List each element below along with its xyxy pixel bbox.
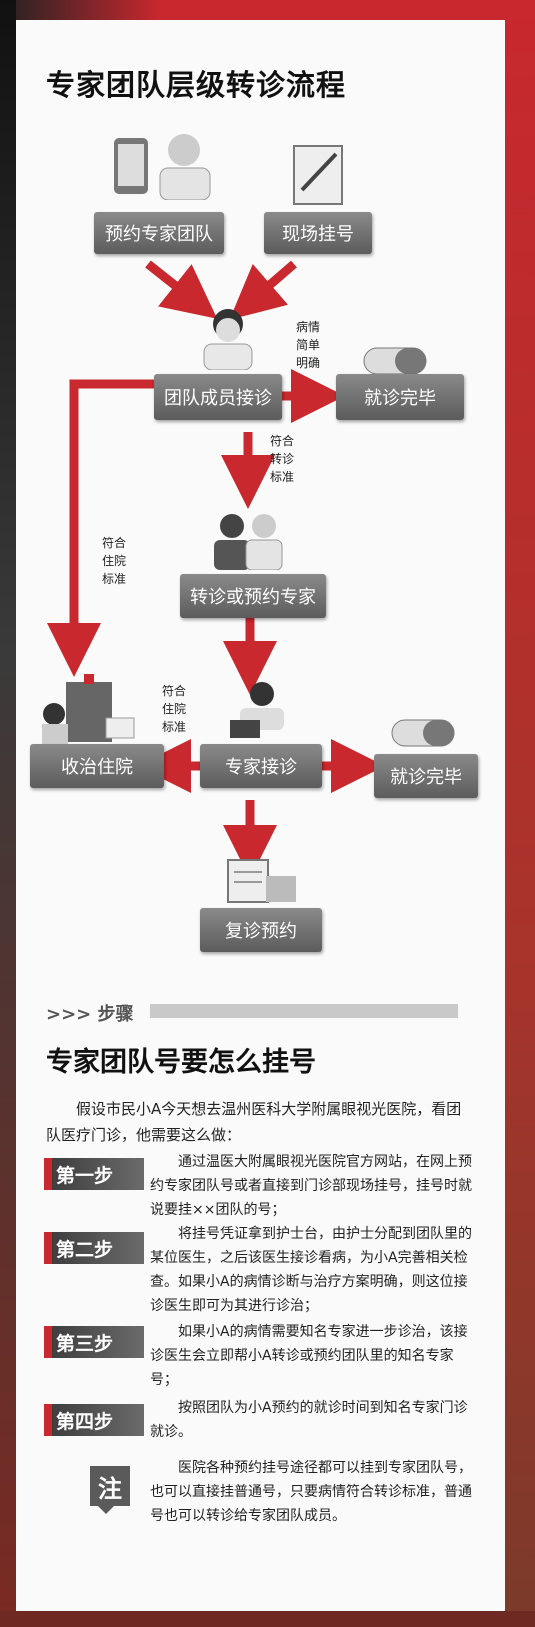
steps-label: >>> 步骤 xyxy=(46,1000,142,1026)
step-badge-1: 第一步 xyxy=(44,1158,144,1190)
box-referral: 转诊或预约专家 xyxy=(180,574,326,618)
step-text-3: 如果小A的病情需要知名专家进一步诊治，该接诊医生会立即帮小A转诊或预约团队里的知… xyxy=(150,1324,468,1388)
arrow-onsite-to-team xyxy=(229,260,297,320)
note-admit-left: 符合住院标准 xyxy=(101,536,126,586)
note-text: 医院各种预约挂号途径都可以挂到专家团队号，也可以直接挂普通号，只要病情符合转诊标… xyxy=(150,1460,472,1524)
box-admit: 收治住院 xyxy=(30,744,164,788)
box-team-member: 团队成员接诊 xyxy=(154,374,282,420)
note-simple: 病情简单明确 xyxy=(295,320,320,370)
top-border xyxy=(0,0,535,20)
pill-icon-1 xyxy=(360,338,440,382)
doctors-pair-icon xyxy=(206,510,290,570)
steps-heading: 专家团队号要怎么挂号 xyxy=(46,1047,316,1078)
steps-intro: 假设市民小A今天想去温州医科大学附属眼视光医院，看团队医疗门诊，他需要这么做： xyxy=(46,1100,462,1144)
doctor-desk-icon xyxy=(222,680,302,738)
arrow-team-to-admit xyxy=(47,379,154,677)
right-border xyxy=(505,0,535,1627)
bottom-border xyxy=(0,1611,535,1627)
step-text-4: 按照团队为小A预约的就诊时间到知名专家门诊就诊。 xyxy=(150,1400,468,1440)
calendar-checklist-icon xyxy=(222,854,302,904)
step-badge-4: 第四步 xyxy=(44,1404,144,1436)
box-onsite: 现场挂号 xyxy=(264,212,372,254)
step-text-1: 通过温医大附属眼视光医院官方网站，在网上预约专家团队号或者直接到门诊部现场挂号，… xyxy=(150,1154,472,1218)
box-expert: 专家接诊 xyxy=(200,744,322,788)
nurse-icon xyxy=(190,304,266,370)
hospital-icon xyxy=(36,674,136,746)
doctor-phone-icon xyxy=(108,128,218,200)
clipboard-pen-icon xyxy=(284,140,354,206)
page-title: 专家团队层级转诊流程 xyxy=(46,68,347,102)
box-followup: 复诊预约 xyxy=(200,908,322,952)
arrow-appointment-to-team xyxy=(145,260,218,319)
left-border xyxy=(0,0,16,1627)
note-icon: 注 xyxy=(90,1466,130,1514)
step-text-2: 将挂号凭证拿到护士台，由护士分配到团队里的某位医生，之后该医生接诊看病，为小A完… xyxy=(150,1226,472,1314)
step-badge-3: 第三步 xyxy=(44,1326,144,1358)
box-done-2: 就诊完毕 xyxy=(374,754,478,798)
pill-icon-2 xyxy=(388,710,468,754)
note-admit-mid: 符合住院标准 xyxy=(161,684,186,734)
flow-arrows xyxy=(47,260,385,879)
box-done-1: 就诊完毕 xyxy=(336,374,464,420)
box-appointment: 预约专家团队 xyxy=(94,212,224,254)
step-badge-2: 第二步 xyxy=(44,1232,144,1264)
note-referral: 符合转诊标准 xyxy=(269,434,294,484)
steps-divider xyxy=(150,1004,458,1018)
